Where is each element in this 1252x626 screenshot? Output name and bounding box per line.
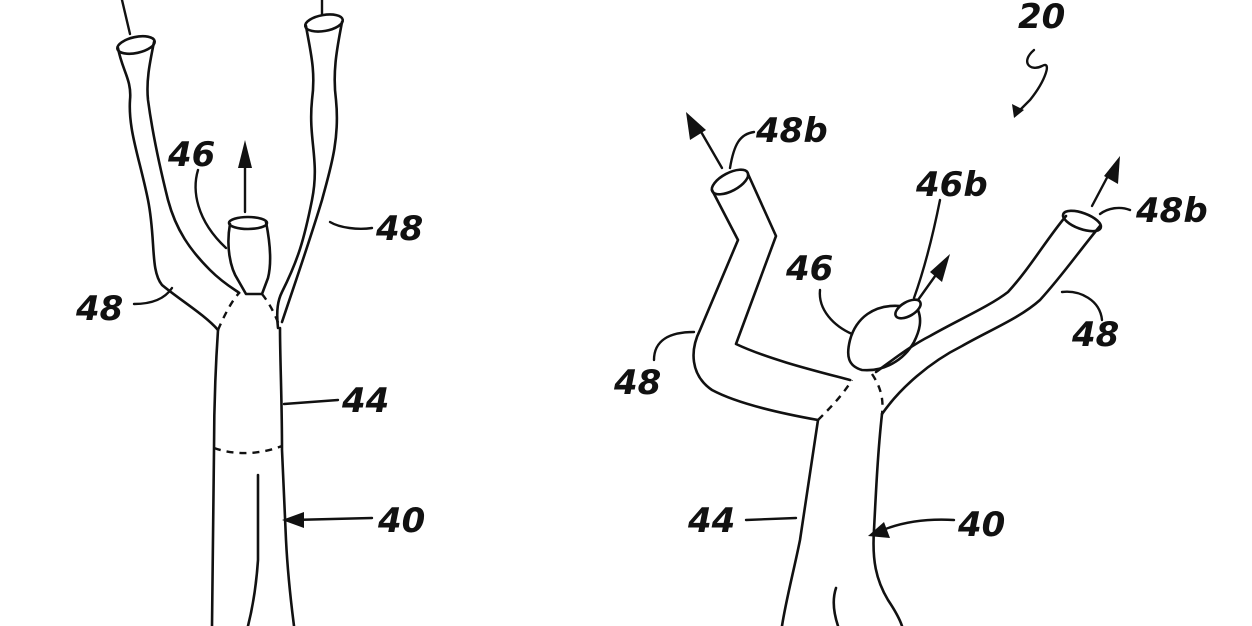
left-figure: 46 48 48 44 40 <box>75 0 425 626</box>
label-right-40: 40 <box>957 505 1005 545</box>
left-trunk <box>210 328 220 626</box>
right-trunk <box>780 418 820 626</box>
right-branch-left <box>692 188 820 422</box>
left-branch-right-opening <box>303 13 345 33</box>
left-center-nozzle <box>227 220 272 296</box>
label-left-44: 44 <box>341 381 389 421</box>
label-right-20: 20 <box>1018 0 1065 37</box>
label-left-48-left: 48 <box>75 289 123 329</box>
right-figure: 20 <box>613 0 1208 626</box>
left-branch-left-opening <box>116 34 156 56</box>
left-branch-right-inner <box>280 20 344 324</box>
label-right-48-right: 48 <box>1071 315 1119 355</box>
label-right-44: 44 <box>687 501 735 541</box>
label-right-48-left: 48 <box>613 363 661 403</box>
left-branch-left-inner <box>146 40 240 294</box>
label-left-46: 46 <box>167 135 215 175</box>
right-center-nozzle <box>846 304 922 372</box>
right-branch-right <box>874 214 1068 374</box>
label-right-48b-left: 48b <box>755 111 828 151</box>
label-left-40: 40 <box>377 501 425 541</box>
left-branch-right <box>275 24 317 330</box>
label-right-46: 46 <box>785 249 833 289</box>
label-right-48b-right: 48b <box>1135 191 1208 231</box>
right-branch-right-opening <box>1061 209 1103 233</box>
left-branch-left <box>116 46 220 332</box>
right-branch-left-opening <box>710 168 750 196</box>
label-left-48-right: 48 <box>375 209 423 249</box>
label-right-46b: 46b <box>915 165 988 205</box>
